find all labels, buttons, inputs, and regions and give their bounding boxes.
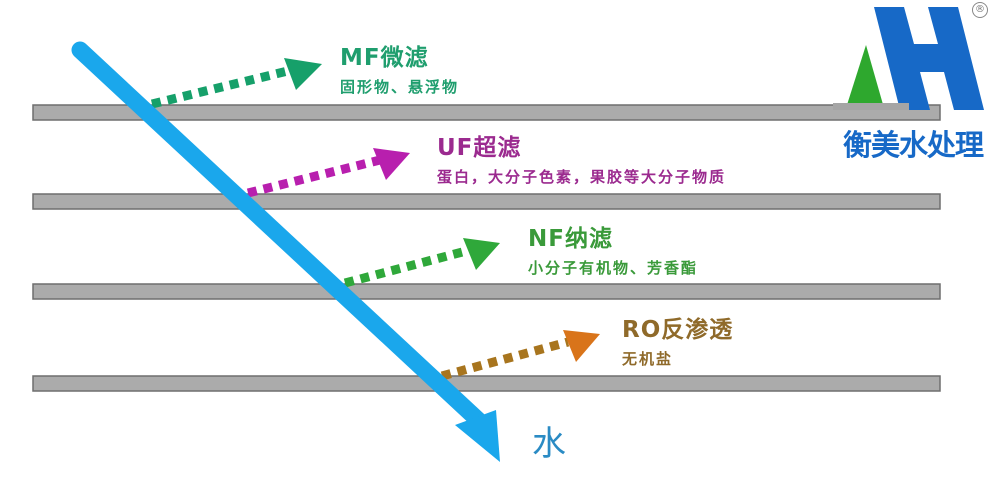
stage-nf: NF纳滤 小分子有机物、芳香酯 — [528, 219, 698, 278]
mf-rejection-arrow — [150, 58, 322, 109]
nf-rejection-arrow — [343, 238, 500, 288]
stage-uf: UF超滤 蛋白，大分子色素，果胶等大分子物质 — [437, 128, 726, 187]
stage-mf: MF微滤 固形物、悬浮物 — [340, 38, 459, 97]
mf-title: MF微滤 — [340, 45, 429, 71]
uf-description: 蛋白，大分子色素，果胶等大分子物质 — [437, 168, 727, 186]
uf-rejection-arrow — [246, 148, 410, 198]
mf-description: 固形物、悬浮物 — [340, 78, 460, 96]
ro-rejection-arrow — [440, 330, 600, 381]
membrane-uf — [32, 193, 941, 210]
uf-title: UF超滤 — [437, 135, 522, 161]
water-label: 水 — [532, 424, 566, 464]
nf-description: 小分子有机物、芳香酯 — [528, 259, 699, 277]
registered-mark-icon: ® — [972, 2, 988, 18]
membrane-ro — [32, 375, 941, 392]
logo-blue-h — [874, 7, 984, 110]
membrane-nf — [32, 283, 941, 300]
logo-green-triangle — [846, 45, 884, 108]
membrane-layers — [32, 104, 941, 392]
logo-brand-text: 衡美水处理 — [843, 128, 984, 162]
membrane-mf — [32, 104, 941, 121]
ro-title: RO反渗透 — [622, 317, 734, 343]
stage-ro: RO反渗透 无机盐 — [622, 310, 733, 369]
nf-title: NF纳滤 — [528, 226, 613, 252]
ro-description: 无机盐 — [622, 350, 674, 368]
water-flow-arrow — [71, 41, 500, 462]
company-logo — [833, 7, 984, 110]
logo-gray-bar — [833, 103, 909, 110]
